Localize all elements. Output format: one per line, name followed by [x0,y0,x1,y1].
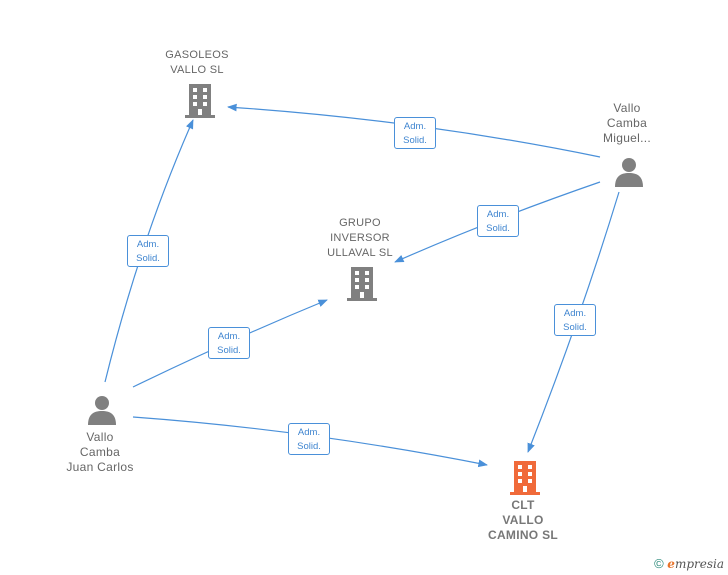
building-icon-focus[interactable] [508,459,542,495]
edge-badge-line2: Solid. [297,441,321,452]
building-icon[interactable] [183,82,217,118]
edge-badge-line1: Adm. [563,308,587,319]
edge-badge-line2: Solid. [486,223,510,234]
node-label-line: VALLO [502,513,544,527]
node-label-gasoleos[interactable]: GASOLEOS VALLO SL [150,48,244,78]
edge-badge-line2: Solid. [563,322,587,333]
edge-badge-line2: Solid. [403,135,427,146]
edge-badge-line1: Adm. [217,331,241,342]
edge-badge-line1: Adm. [297,427,321,438]
edge-badge-line1: Adm. [403,121,427,132]
edge-badge-line1: Adm. [136,239,160,250]
node-label-line: CAMINO SL [487,528,559,542]
node-label-line: Juan Carlos [66,460,134,474]
node-label-line: VALLO SL [170,64,224,76]
node-label-line: Vallo [613,101,641,115]
node-label-line: CLT [511,498,535,512]
person-icon[interactable] [86,394,118,426]
edge-badge-juan-clt[interactable]: Adm. Solid. [288,423,330,455]
node-label-line: Camba [79,445,121,459]
node-label-line: Vallo [86,430,114,444]
footer-brand: © empresia [654,556,724,571]
brand-logo-e: e [667,557,675,571]
node-label-juan[interactable]: Vallo Camba Juan Carlos [52,430,148,475]
edge-badge-miguel-grupo[interactable]: Adm. Solid. [477,205,519,237]
node-label-line: Miguel... [602,131,652,145]
edge-badge-miguel-clt[interactable]: Adm. Solid. [554,304,596,336]
node-label-grupo[interactable]: GRUPO INVERSOR ULLAVAL SL [312,216,408,261]
node-label-line: GASOLEOS [165,49,229,61]
node-label-line: Camba [606,116,648,130]
node-label-miguel[interactable]: Vallo Camba Miguel... [585,101,669,146]
building-icon[interactable] [345,265,379,301]
node-label-clt[interactable]: CLT VALLO CAMINO SL [475,498,571,543]
edge-badge-line2: Solid. [217,345,241,356]
edge-badge-juan-gasoleos[interactable]: Adm. Solid. [127,235,169,267]
edge-badge-juan-grupo[interactable]: Adm. Solid. [208,327,250,359]
brand-logo-rest: mpresia [674,557,724,571]
copyright-icon: © [654,556,664,571]
edge-badge-line2: Solid. [136,253,160,264]
edge-badge-miguel-gasoleos[interactable]: Adm. Solid. [394,117,436,149]
node-label-line: INVERSOR [330,232,390,244]
edge-badge-line1: Adm. [486,209,510,220]
brand-logo: empresia [667,557,724,571]
node-label-line: ULLAVAL SL [327,247,393,259]
node-label-line: GRUPO [339,217,381,229]
person-icon[interactable] [613,156,645,188]
